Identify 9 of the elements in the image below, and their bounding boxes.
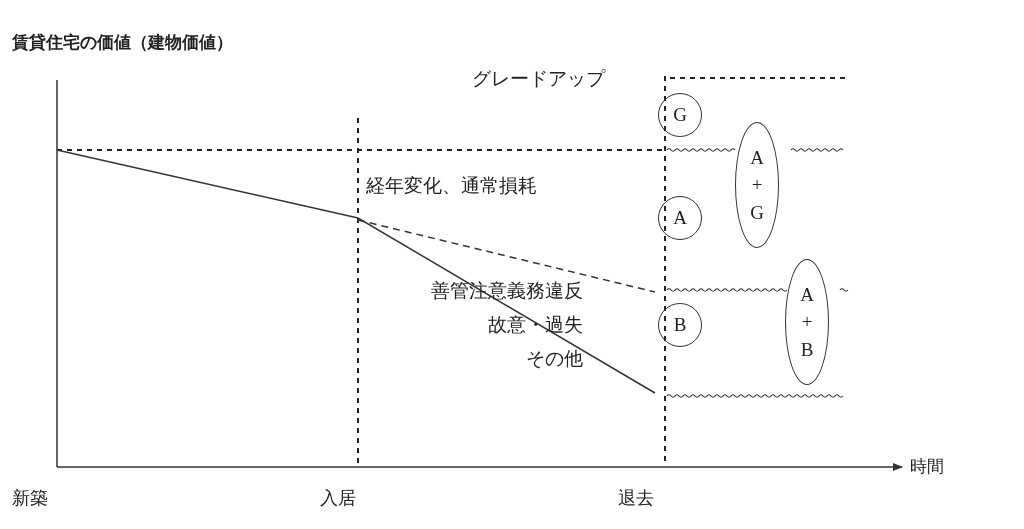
- area-label: その他: [526, 349, 583, 368]
- area-label: 経年変化、通常損耗: [366, 176, 537, 195]
- title: 賃貸住宅の価値（建物価値）: [12, 34, 233, 51]
- axis-label: 入居: [320, 489, 356, 507]
- axis-label: 新築: [12, 489, 48, 507]
- line-label: グレードアップ: [472, 69, 605, 88]
- area-label: 故意・過失: [488, 315, 583, 334]
- axis-label: 退去: [618, 489, 654, 507]
- axis-label: 時間: [910, 458, 944, 475]
